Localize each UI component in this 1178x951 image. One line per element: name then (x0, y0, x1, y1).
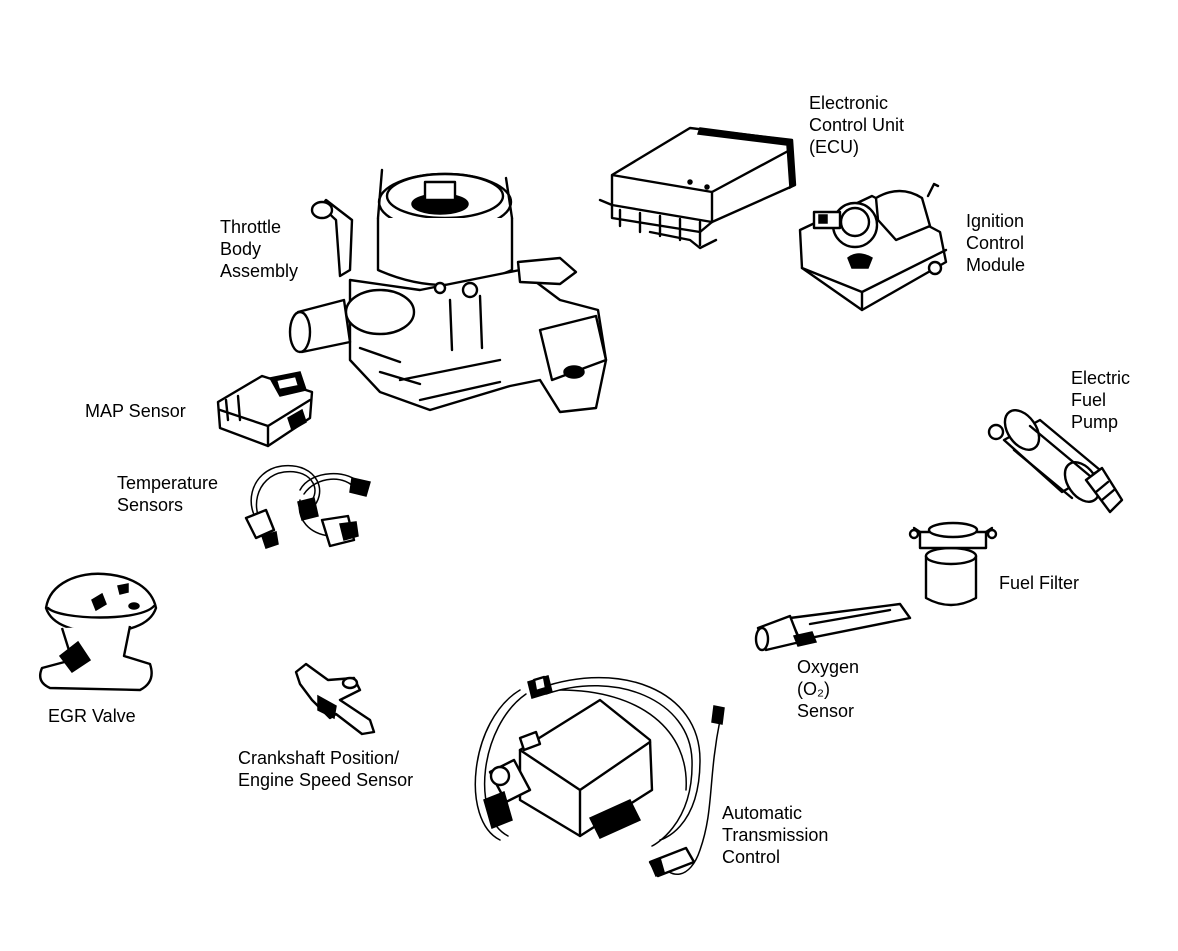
oxygen-sensor-label: Oxygen (O₂) Sensor (797, 657, 860, 721)
fuel-filter-label: Fuel Filter (999, 573, 1080, 593)
map-sensor-label: MAP Sensor (85, 401, 186, 421)
egr-valve-label: EGR Valve (48, 706, 136, 726)
ecu-label: Electronic Control Unit (ECU) (809, 93, 905, 157)
temperature-sensors-illustration (244, 465, 371, 549)
map-sensor-illustration (216, 371, 314, 448)
ignition-control-module-label: Ignition Control Module (966, 211, 1026, 275)
fuel-filter-illustration (908, 521, 998, 607)
crankshaft-sensor-illustration (294, 662, 376, 736)
electric-fuel-pump-illustration (987, 409, 1124, 514)
ignition-control-module-illustration (798, 182, 948, 312)
ecu-illustration (598, 126, 797, 250)
temperature-sensors-label: Temperature Sensors (117, 473, 219, 515)
egr-valve-illustration (39, 572, 158, 692)
throttle-body-assembly-label: Throttle Body Assembly (220, 217, 299, 281)
electric-fuel-pump-label: Electric Fuel Pump (1071, 368, 1131, 432)
oxygen-sensor-illustration (754, 602, 912, 652)
crankshaft-position-sensor-label: Crankshaft Position/ Engine Speed Sensor (238, 748, 414, 790)
automatic-transmission-control-label: Automatic Transmission Control (722, 803, 829, 867)
throttle-body-illustration (288, 168, 608, 414)
transmission-control-illustration (474, 675, 725, 878)
